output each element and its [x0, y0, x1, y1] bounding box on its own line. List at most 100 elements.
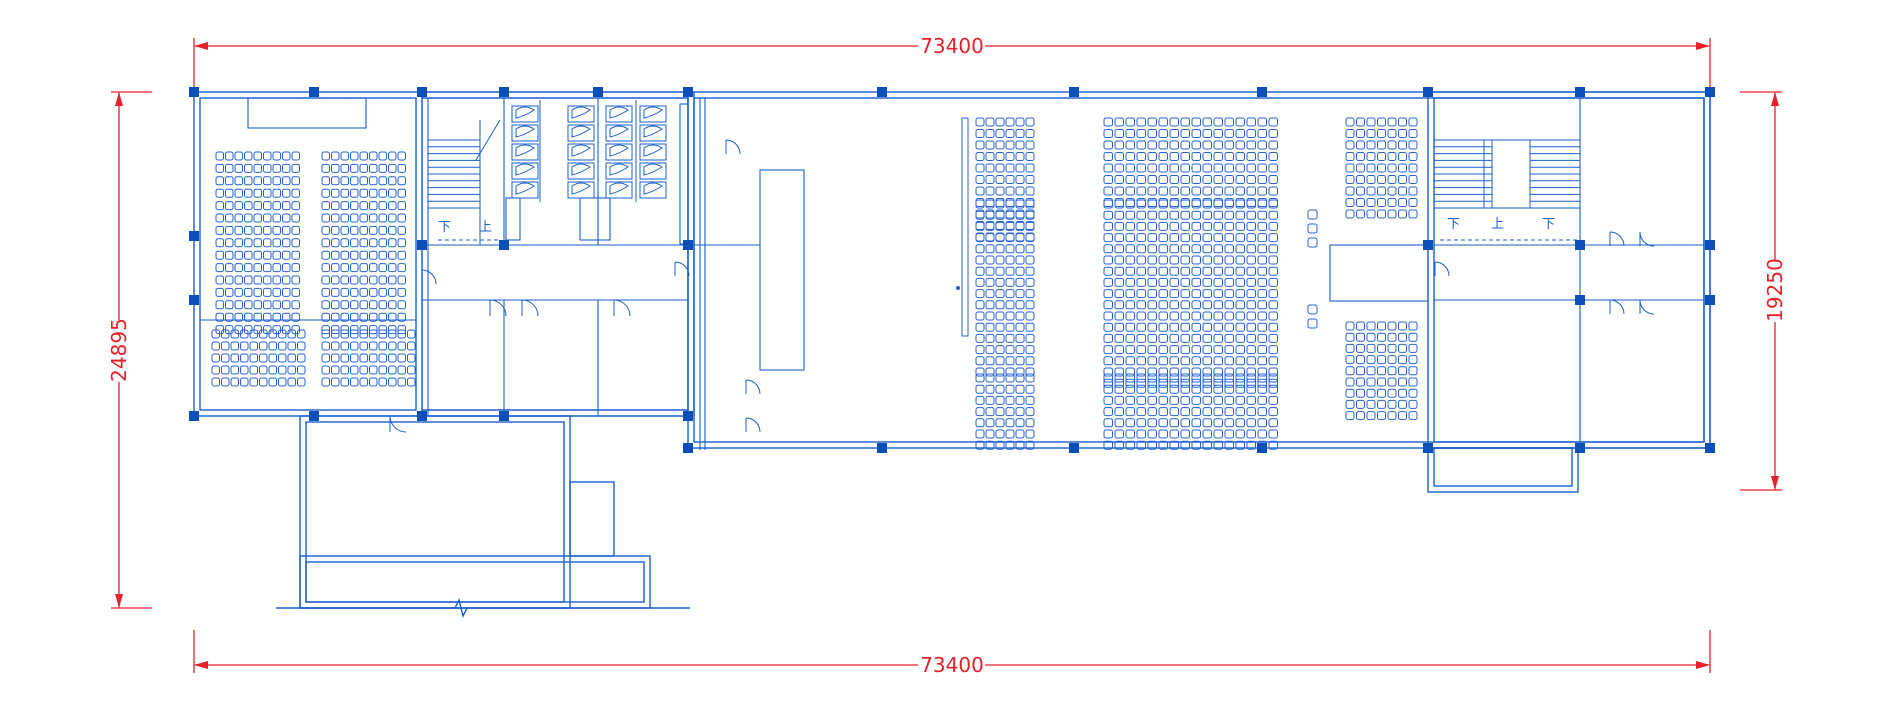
seat	[1158, 175, 1168, 184]
seat	[272, 176, 281, 186]
seat	[1191, 322, 1201, 332]
seat	[249, 341, 258, 351]
seat	[1005, 140, 1015, 150]
seat	[1158, 322, 1168, 332]
toilet-fixture	[609, 182, 629, 195]
seat	[1103, 333, 1113, 343]
toilet-fixture	[515, 163, 535, 176]
seat	[350, 377, 359, 387]
seat	[1015, 277, 1025, 287]
seat	[321, 201, 330, 211]
seat	[1235, 367, 1245, 377]
seat	[995, 356, 1005, 366]
seat	[282, 176, 291, 186]
door-arc	[389, 415, 407, 433]
seat	[234, 250, 243, 260]
seat	[1345, 366, 1355, 376]
seat	[1169, 255, 1179, 265]
seat	[1268, 233, 1278, 243]
seat	[359, 312, 368, 322]
seat	[1005, 117, 1015, 127]
seat	[1408, 343, 1418, 353]
seat	[1202, 163, 1212, 173]
seat	[1235, 300, 1245, 310]
seat	[282, 250, 291, 260]
seat	[1224, 175, 1234, 184]
seat	[1147, 384, 1157, 394]
seat	[378, 275, 387, 285]
seat	[1377, 355, 1386, 365]
seat	[244, 263, 253, 273]
seat	[1268, 117, 1278, 127]
structural-column	[189, 231, 199, 241]
seat	[1103, 395, 1113, 405]
seat	[1398, 355, 1407, 365]
seat	[350, 263, 359, 273]
seat	[1268, 210, 1278, 220]
seat	[1114, 373, 1124, 383]
seat	[995, 373, 1005, 383]
seat	[1377, 388, 1386, 398]
seat	[340, 213, 349, 223]
door-swings	[389, 139, 1655, 433]
seat	[1180, 440, 1190, 450]
seat	[995, 311, 1005, 321]
seat	[1408, 175, 1418, 184]
seat	[1169, 367, 1179, 377]
seat	[225, 163, 234, 173]
seat	[1387, 186, 1397, 196]
seat	[985, 210, 995, 220]
seat	[1246, 244, 1256, 254]
seat	[1114, 277, 1124, 287]
seat	[1356, 366, 1365, 376]
seat	[253, 188, 262, 198]
seat	[1235, 233, 1245, 243]
seat	[1377, 411, 1386, 421]
seat	[1356, 355, 1365, 365]
seat	[272, 300, 281, 310]
seat	[1025, 117, 1035, 127]
seat	[397, 300, 406, 310]
seat	[388, 325, 397, 335]
seat	[1191, 345, 1201, 355]
seat	[230, 329, 239, 339]
seat	[1268, 367, 1278, 377]
structural-column	[683, 443, 693, 453]
seat	[1213, 367, 1223, 377]
seat	[1005, 300, 1015, 310]
seat	[1246, 322, 1256, 332]
seat	[282, 300, 291, 310]
seat	[1147, 356, 1157, 366]
seat	[1202, 322, 1212, 332]
seat	[263, 250, 272, 260]
auditorium-cross-aisle	[1329, 244, 1429, 302]
seat	[369, 341, 378, 351]
seat	[211, 353, 220, 363]
seat	[1257, 311, 1267, 321]
seat	[1366, 321, 1376, 331]
seat	[1408, 129, 1418, 138]
seat	[995, 140, 1005, 150]
seat	[1235, 129, 1245, 138]
seat	[397, 201, 406, 211]
toilet-stall	[567, 143, 595, 161]
seat	[1103, 175, 1113, 184]
seat	[995, 163, 1005, 173]
seat	[225, 238, 234, 248]
seat	[1169, 311, 1179, 321]
seat	[1366, 377, 1376, 387]
seat	[1257, 277, 1267, 287]
seat	[1169, 395, 1179, 405]
seat	[1268, 345, 1278, 355]
seat	[1169, 140, 1179, 150]
structural-column	[189, 411, 199, 421]
seat	[1213, 233, 1223, 243]
seat	[1169, 129, 1179, 138]
seat	[340, 163, 349, 173]
seat	[388, 312, 397, 322]
stage-marker	[956, 286, 960, 290]
seat	[1114, 233, 1124, 243]
seat	[1169, 221, 1179, 231]
seat	[1377, 209, 1386, 219]
structural-column	[309, 87, 319, 97]
